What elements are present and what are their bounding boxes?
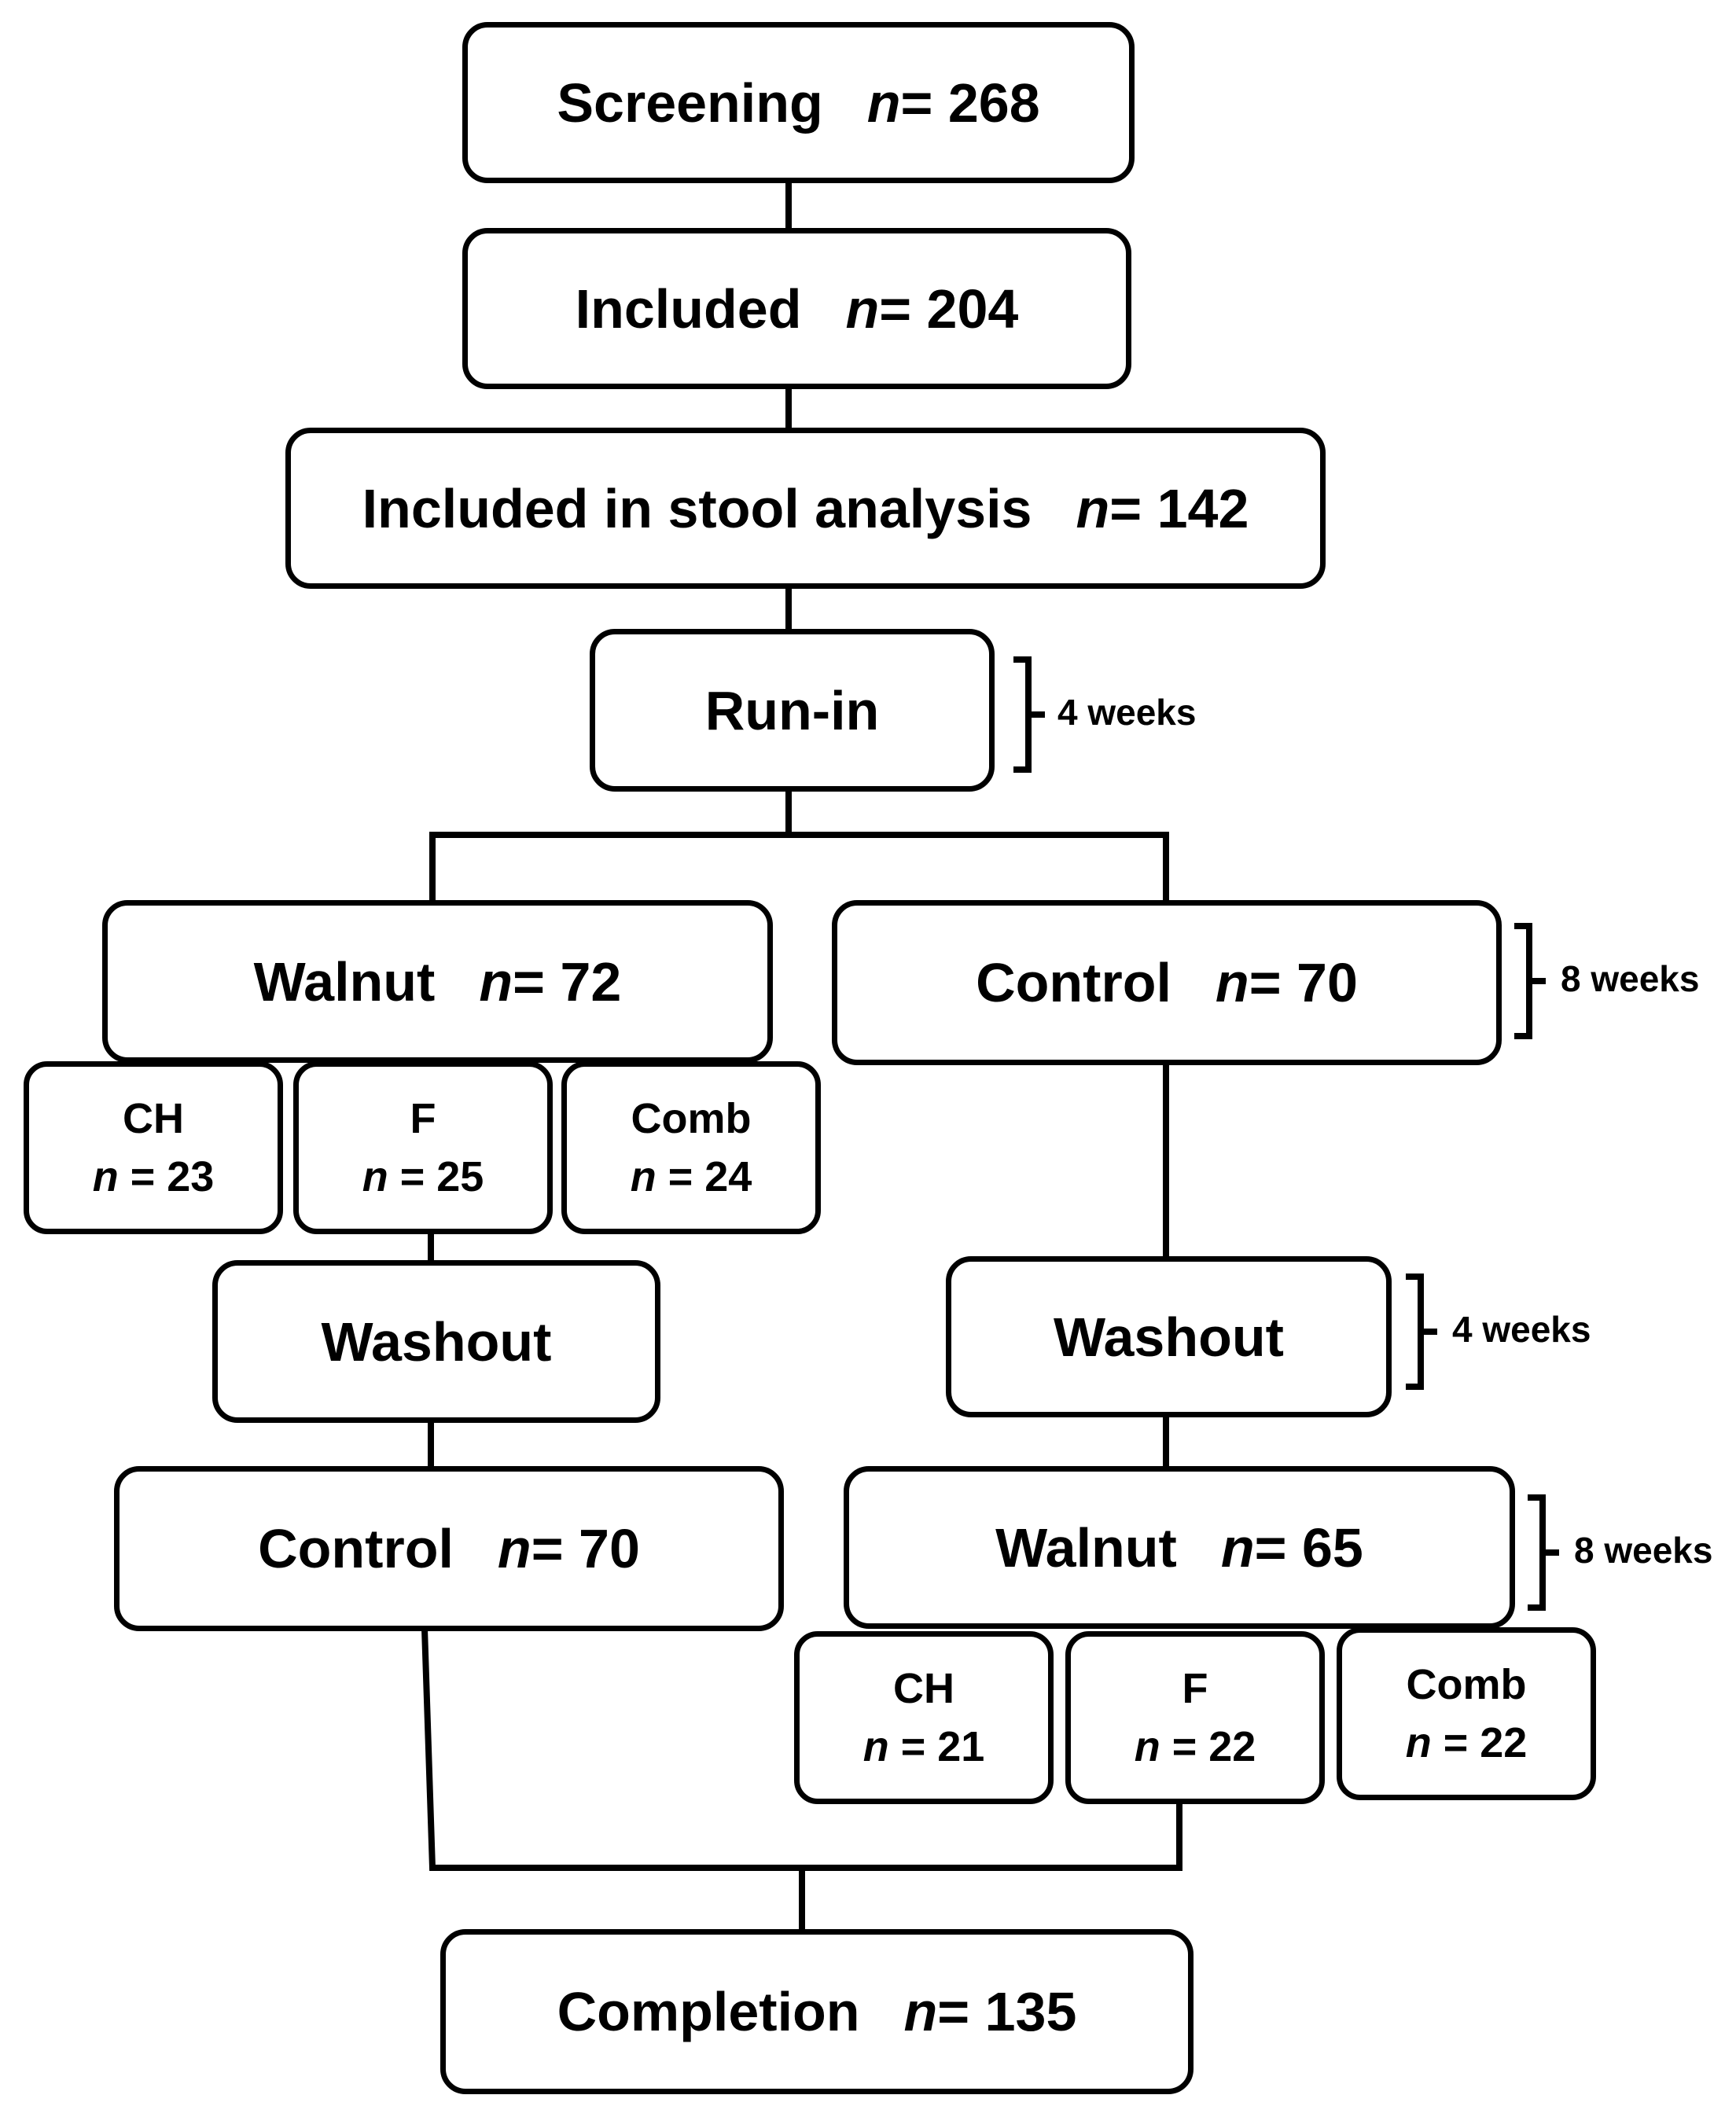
included-n-symbol: n	[845, 277, 880, 340]
walnut-period1-count: = 72	[513, 950, 622, 1013]
f-period1-n-symbol: n	[362, 1153, 388, 1200]
comb-period1-count: = 24	[668, 1153, 752, 1200]
ch-period1-box: CH n = 23	[24, 1061, 283, 1234]
runin-label: Run-in	[704, 679, 880, 741]
walnut-period1-n-symbol: n	[479, 950, 513, 1013]
screening-count: = 268	[900, 72, 1040, 134]
ch-period2-label: CH	[893, 1665, 954, 1712]
ch-period2-n-symbol: n	[862, 1723, 889, 1770]
control-period2-label: Control	[258, 1518, 454, 1579]
stool-analysis-label: Included in stool analysis	[362, 477, 1032, 539]
f-period1-label: F	[410, 1095, 436, 1142]
comb-period2-n-symbol: n	[1405, 1719, 1432, 1766]
washout-left-box: Washout	[212, 1260, 660, 1423]
control-period1-box: Control n = 70	[832, 900, 1502, 1065]
comb-period1-box: Comb n = 24	[561, 1061, 821, 1234]
period2-duration-label: 8 weeks	[1574, 1530, 1713, 1571]
connector-f-merge	[799, 1797, 1182, 1871]
washout-left-label: Washout	[321, 1310, 552, 1373]
ch-period1-label: CH	[123, 1095, 184, 1142]
washout-right-label: Washout	[1054, 1306, 1284, 1368]
control-period1-label: Control	[976, 952, 1171, 1013]
stool-analysis-n-symbol: n	[1076, 477, 1110, 539]
control-period2-count: = 70	[531, 1518, 640, 1579]
comb-period2-box: Comb n = 22	[1337, 1627, 1596, 1800]
stool-analysis-box: Included in stool analysis n = 142	[285, 428, 1326, 589]
screening-box: Screening n = 268	[462, 22, 1135, 183]
walnut-period2-n-symbol: n	[1220, 1516, 1255, 1579]
f-period1-count: = 25	[399, 1153, 484, 1200]
ch-period2-box: CH n = 21	[794, 1631, 1054, 1804]
duration-brace-period1	[1514, 923, 1546, 1039]
duration-brace-washout	[1406, 1274, 1437, 1390]
completion-box: Completion n = 135	[440, 1929, 1194, 2094]
walnut-period1-box: Walnut n = 72	[102, 900, 773, 1063]
walnut-period2-label: Walnut	[995, 1516, 1177, 1579]
control-period2-n-symbol: n	[497, 1518, 531, 1579]
washout-right-box: Washout	[946, 1256, 1392, 1417]
control-period1-count: = 70	[1249, 952, 1358, 1013]
completion-label: Completion	[557, 1981, 860, 2042]
f-period2-n-symbol: n	[1134, 1723, 1160, 1770]
duration-brace-runin	[1013, 656, 1045, 773]
runin-box: Run-in	[590, 629, 995, 792]
control-period2-box: Control n = 70	[114, 1466, 784, 1631]
walnut-period2-count: = 65	[1254, 1516, 1363, 1579]
connector-control-merge	[421, 1625, 805, 1871]
period1-duration-label: 8 weeks	[1561, 958, 1700, 999]
ch-period1-count: = 23	[130, 1153, 215, 1200]
comb-period2-count: = 22	[1443, 1719, 1528, 1766]
comb-period1-n-symbol: n	[630, 1153, 657, 1200]
included-box: Included n = 204	[462, 228, 1131, 389]
washout-duration-label: 4 weeks	[1452, 1309, 1591, 1350]
screening-n-symbol: n	[866, 72, 901, 134]
control-period1-n-symbol: n	[1215, 952, 1249, 1013]
stool-analysis-count: = 142	[1109, 477, 1249, 539]
comb-period2-label: Comb	[1406, 1661, 1527, 1708]
comb-period1-label: Comb	[631, 1095, 752, 1142]
included-count: = 204	[879, 277, 1019, 340]
screening-label: Screening	[557, 72, 823, 134]
f-period2-count: = 22	[1171, 1723, 1256, 1770]
f-period2-box: F n = 22	[1065, 1631, 1325, 1804]
ch-period1-n-symbol: n	[92, 1153, 119, 1200]
walnut-period1-label: Walnut	[253, 950, 436, 1013]
f-period1-box: F n = 25	[293, 1061, 553, 1234]
duration-brace-period2	[1528, 1494, 1559, 1611]
ch-period2-count: = 21	[900, 1723, 985, 1770]
f-period2-label: F	[1182, 1665, 1208, 1712]
walnut-period2-box: Walnut n = 65	[844, 1466, 1515, 1629]
completion-n-symbol: n	[903, 1981, 938, 2042]
included-label: Included	[575, 277, 802, 340]
completion-count: = 135	[937, 1981, 1077, 2042]
runin-duration-label: 4 weeks	[1057, 692, 1197, 733]
